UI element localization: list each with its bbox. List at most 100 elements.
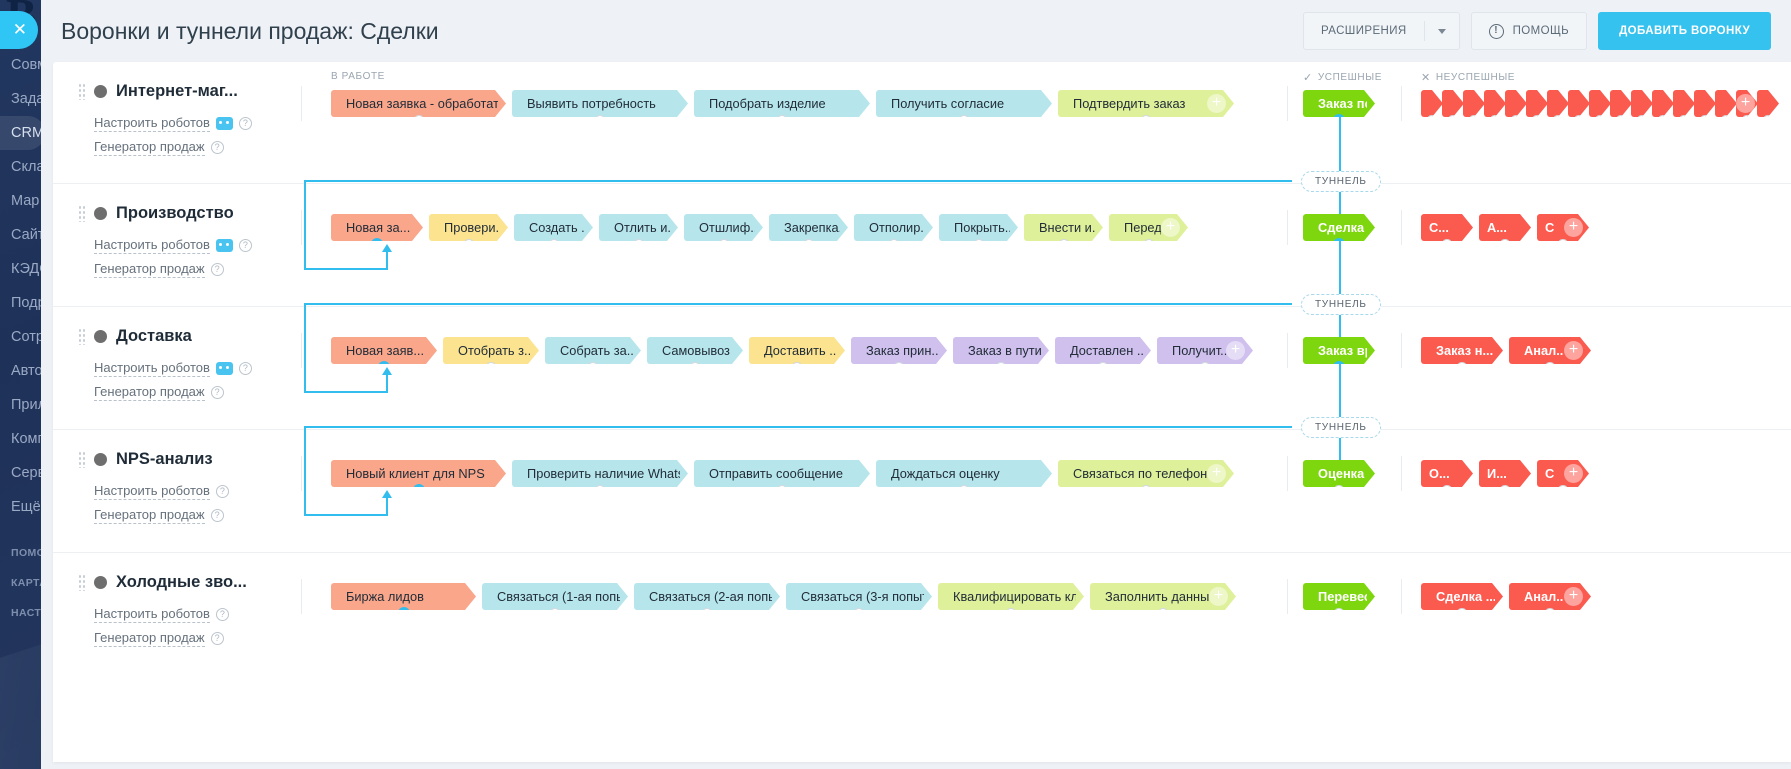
funnel-stage[interactable]: Доставить ...	[749, 337, 845, 364]
drag-handle-icon[interactable]	[78, 451, 85, 468]
funnel-stage[interactable]: Анал...+	[1509, 583, 1591, 610]
funnel-stage[interactable]: Перед...+	[1109, 214, 1188, 241]
drag-handle-icon[interactable]	[78, 328, 85, 345]
funnel-stage[interactable]	[1463, 90, 1485, 117]
stage-counter[interactable]	[959, 485, 970, 496]
sales-generator-label[interactable]: Генератор продаж	[94, 384, 205, 401]
sidebar-footer-item-0[interactable]: ПОМОЩ	[11, 547, 41, 559]
funnel-stage[interactable]: Заказ в пути	[953, 337, 1049, 364]
funnel-name[interactable]: NPS-анализ	[116, 450, 213, 468]
stage-counter[interactable]	[398, 607, 410, 619]
stage-counter[interactable]	[1500, 485, 1511, 496]
add-stage-icon[interactable]: +	[1226, 341, 1245, 360]
sales-generator-label[interactable]: Генератор продаж	[94, 630, 205, 647]
stage-counter[interactable]	[1158, 608, 1169, 619]
setup-robots-link[interactable]: Настроить роботов?	[94, 360, 301, 377]
tunnel-badge[interactable]: ТУННЕЛЬ	[1301, 294, 1381, 315]
stage-counter[interactable]	[1558, 239, 1569, 250]
stage-counter[interactable]	[996, 362, 1007, 373]
help-hint-icon[interactable]: ?	[238, 362, 252, 375]
funnel-stage[interactable]: Связаться по телефону+	[1058, 460, 1234, 487]
funnel-stage[interactable]: С...	[1421, 214, 1473, 241]
stage-counter[interactable]	[1700, 115, 1711, 126]
setup-robots-label[interactable]: Настроить роботов	[94, 483, 210, 500]
chevron-down-icon[interactable]	[1425, 28, 1459, 34]
help-hint-icon[interactable]: ?	[215, 485, 229, 498]
funnel-stage[interactable]	[1505, 90, 1527, 117]
funnel-name[interactable]: Холодные зво...	[116, 573, 247, 591]
stage-counter[interactable]	[1334, 608, 1345, 619]
stage-counter[interactable]	[959, 115, 970, 126]
funnel-stage[interactable]: О...	[1421, 460, 1473, 487]
sidebar-item-1[interactable]: Зада	[11, 91, 41, 107]
funnel-stage[interactable]	[1610, 90, 1632, 117]
stage-counter[interactable]	[633, 239, 644, 250]
sales-generator-label[interactable]: Генератор продаж	[94, 507, 205, 524]
tunnel-badge[interactable]: ТУННЕЛЬ	[1301, 171, 1381, 192]
funnel-stage[interactable]	[1526, 90, 1548, 117]
setup-robots-label[interactable]: Настроить роботов	[94, 237, 210, 254]
funnel-stage[interactable]: Собрать за...	[545, 337, 641, 364]
stage-counter[interactable]	[595, 485, 606, 496]
stage-counter[interactable]	[1637, 115, 1648, 126]
stage-counter[interactable]	[1595, 115, 1606, 126]
sidebar-item-6[interactable]: КЭДО	[11, 261, 41, 277]
help-button[interactable]: ! ПОМОЩЬ	[1470, 12, 1588, 50]
funnel-stage[interactable]: Отобрать з...	[443, 337, 539, 364]
stage-counter[interactable]	[1457, 608, 1468, 619]
funnel-stage[interactable]: Оценка ...	[1303, 460, 1375, 487]
funnel-stage[interactable]: Отполир...	[854, 214, 933, 241]
stage-counter[interactable]	[1469, 115, 1480, 126]
add-stage-icon[interactable]: +	[1564, 218, 1583, 237]
funnel-stage[interactable]	[1673, 90, 1695, 117]
funnel-stage[interactable]	[1715, 90, 1737, 117]
funnel-stage[interactable]	[1589, 90, 1611, 117]
funnel-stage[interactable]: Анал...+	[1509, 337, 1591, 364]
funnel-stage[interactable]: Сделка ...	[1421, 583, 1503, 610]
funnel-stage[interactable]: Внести и...	[1024, 214, 1103, 241]
funnel-stage[interactable]: Дождаться оценку	[876, 460, 1052, 487]
stage-counter[interactable]	[973, 239, 984, 250]
sidebar-item-11[interactable]: Комп	[11, 431, 41, 447]
funnel-stage[interactable]: Создать ...	[514, 214, 593, 241]
funnel-stage[interactable]: Покрыть...	[939, 214, 1018, 241]
drag-handle-icon[interactable]	[78, 205, 85, 222]
sales-generator-link[interactable]: Генератор продаж?	[94, 384, 301, 401]
funnel-stage[interactable]: Биржа лидов	[331, 583, 476, 610]
stage-counter[interactable]	[1457, 362, 1468, 373]
sales-generator-link[interactable]: Генератор продаж?	[94, 507, 301, 524]
funnel-stage[interactable]	[1421, 90, 1443, 117]
setup-robots-link[interactable]: Настроить роботов?	[94, 237, 301, 254]
funnel-stage[interactable]: Квалифицировать кл...	[938, 583, 1084, 610]
funnel-stage[interactable]: Самовывоз	[647, 337, 743, 364]
stage-counter[interactable]	[1427, 115, 1438, 126]
help-hint-icon[interactable]: ?	[238, 239, 252, 252]
setup-robots-label[interactable]: Настроить роботов	[94, 360, 210, 377]
funnel-stage[interactable]: Проверить наличие WhatsA...	[512, 460, 688, 487]
help-hint-icon[interactable]: ?	[215, 608, 229, 621]
stage-counter[interactable]	[1006, 608, 1017, 619]
funnel-stage[interactable]: С+	[1537, 460, 1589, 487]
funnel-name[interactable]: Производство	[116, 204, 234, 222]
stage-counter[interactable]	[550, 608, 561, 619]
funnel-stage[interactable]: Отправить сообщение	[694, 460, 870, 487]
stage-counter[interactable]	[548, 239, 559, 250]
stage-counter[interactable]	[595, 115, 606, 126]
funnel-stage[interactable]: Заказ н...	[1421, 337, 1503, 364]
sidebar-item-4[interactable]: Мар	[11, 193, 40, 209]
add-stage-icon[interactable]: +	[1564, 341, 1583, 360]
stage-counter[interactable]	[1658, 115, 1669, 126]
drag-handle-icon[interactable]	[78, 83, 85, 100]
add-stage-icon[interactable]: +	[1207, 94, 1226, 113]
stage-counter[interactable]	[1442, 485, 1453, 496]
stage-counter[interactable]	[690, 362, 701, 373]
stage-counter[interactable]	[1143, 239, 1154, 250]
setup-robots-link[interactable]: Настроить роботов?	[94, 606, 301, 623]
stage-counter[interactable]	[854, 608, 865, 619]
funnel-stage[interactable]: Получит...+	[1157, 337, 1253, 364]
sidebar-item-0[interactable]: Совм	[11, 57, 41, 73]
stage-counter[interactable]	[894, 362, 905, 373]
add-stage-icon[interactable]: +	[1207, 464, 1226, 483]
stage-counter[interactable]	[1200, 362, 1211, 373]
funnel-stage[interactable]: С+	[1537, 214, 1589, 241]
